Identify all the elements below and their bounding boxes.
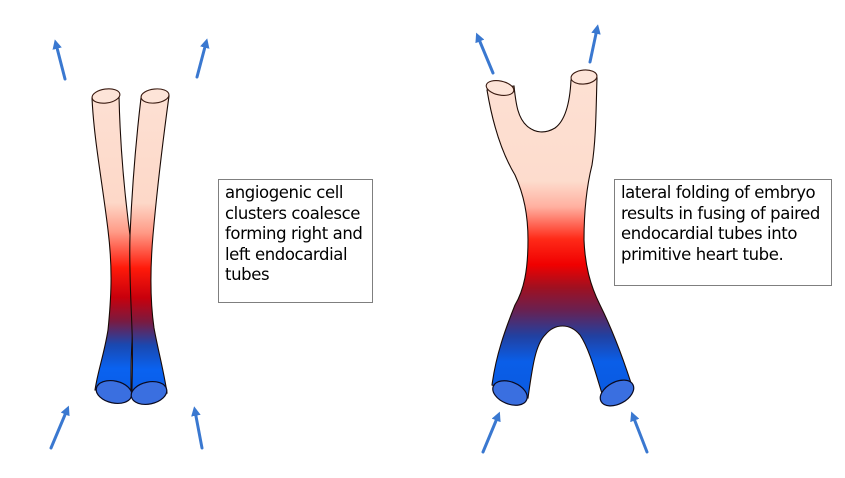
flow-arrows [49, 24, 649, 454]
right-arm-top-opening [570, 69, 598, 85]
arrow-stage2-top-left [475, 32, 495, 75]
caption-line: forming right and [225, 224, 363, 244]
caption-line: left endocardial [225, 244, 348, 264]
arrow-stage1-bottom-right [191, 406, 204, 450]
heart-tube-body [486, 77, 633, 401]
arrow-stage1-top-left [52, 39, 67, 81]
caption-line: endocardial tubes into [621, 224, 798, 244]
arrow-stage2-bottom-right [630, 411, 649, 454]
caption-line: results in fusing of paired [621, 203, 820, 223]
arrow-stage2-top-right [588, 24, 601, 64]
arrow-stage1-top-right [195, 38, 210, 79]
primitive-heart-tube [485, 69, 635, 407]
right-limb-bottom-opening [599, 379, 635, 407]
left-endocardial-tube [91, 95, 135, 393]
left-tube-top-opening [91, 88, 121, 104]
caption-line: clusters coalesce [225, 203, 360, 223]
left-limb-bottom-opening [492, 380, 528, 406]
right-tube-top-opening [140, 88, 170, 104]
right-tube-bottom-opening [130, 381, 168, 405]
caption-line: lateral folding of embryo [621, 183, 816, 202]
caption-line: angiogenic cell [225, 183, 344, 202]
caption-stage-1: angiogenic cell clusters coalesce formin… [218, 179, 373, 303]
caption-line: tubes [225, 265, 270, 285]
arrow-stage1-bottom-left [49, 405, 70, 450]
left-arm-top-opening [485, 80, 515, 96]
arrow-stage2-bottom-left [481, 411, 501, 454]
paired-endocardial-tubes [91, 88, 170, 405]
caption-stage-2: lateral folding of embryo results in fus… [614, 179, 832, 286]
caption-line: primitive heart tube. [621, 244, 784, 264]
right-endocardial-tube [129, 95, 170, 394]
